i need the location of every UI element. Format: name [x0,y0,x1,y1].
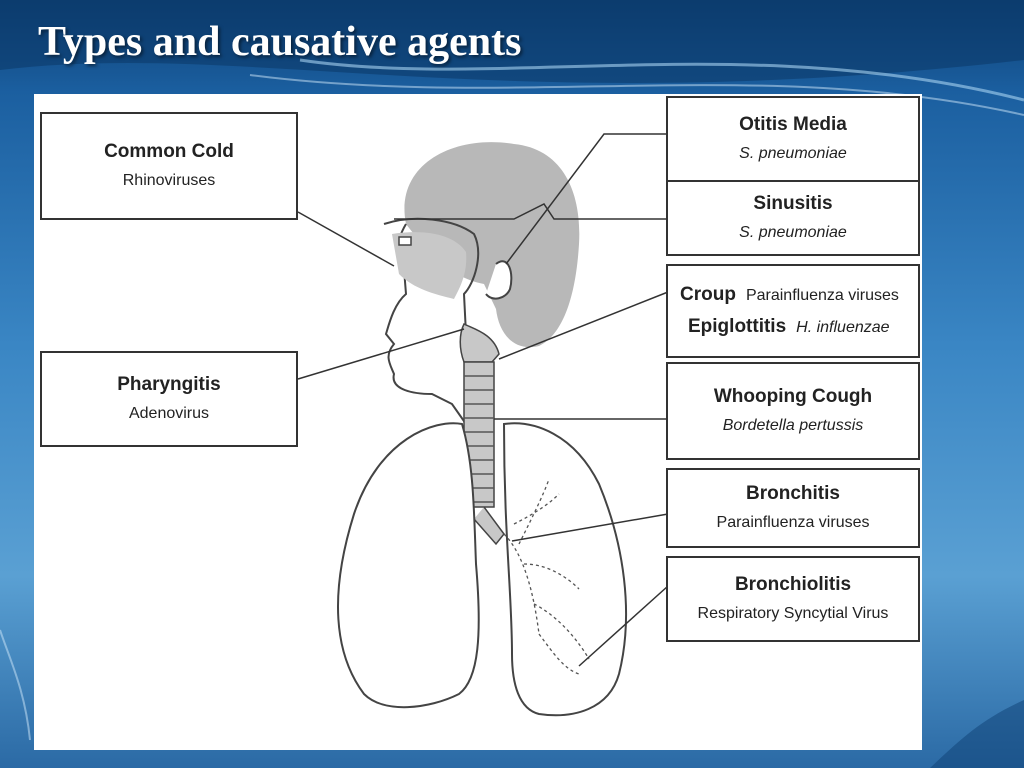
label-croup-epiglottitis: Croup Parainfluenza viruses Epiglottitis… [666,264,920,358]
epiglottitis-row: Epiglottitis H. influenzae [680,315,890,339]
disease-name: Epiglottitis [688,316,787,337]
leader-pharyngitis [297,328,465,380]
agent-name: H. influenzae [796,319,890,336]
leader-bronchitis [511,513,669,542]
right-lung [502,422,628,717]
disease-name: Common Cold [104,140,234,162]
croup-row: Croup Parainfluenza viruses [680,283,899,307]
disease-name: Bronchiolitis [734,573,852,595]
agent-name: S. pneumoniae [739,223,847,241]
agent-name: Rhinoviruses [122,171,216,189]
leader-otitis-media [505,133,668,265]
head-shape [404,142,580,348]
leader-croup [498,291,669,360]
label-pharyngitis: Pharyngitis Adenovirus [40,351,298,447]
agent-name: Respiratory Syncytial Virus [697,604,889,622]
label-bronchiolitis: Bronchiolitis Respiratory Syncytial Viru… [666,556,920,642]
agent-name: S. pneumoniae [739,144,847,162]
leader-sinusitis [394,203,668,220]
disease-name: Bronchitis [746,482,840,504]
pharynx-shading [392,232,467,299]
leader-common-cold [297,211,395,267]
disease-name: Sinusitis [753,192,833,214]
bronchial-tree [503,478,590,675]
disease-name: Croup [680,283,736,305]
agent-name: Parainfluenza viruses [745,286,899,304]
eye [398,236,412,246]
label-bronchitis: Bronchitis Parainfluenza viruses [666,468,920,548]
bronchus-right [473,506,505,546]
label-whooping-cough: Whooping Cough Bordetella pertussis [666,362,920,460]
larynx [459,322,500,363]
disease-name: Pharyngitis [117,373,221,395]
label-common-cold: Common Cold Rhinoviruses [40,112,298,220]
label-sinusitis: Sinusitis S. pneumoniae [666,180,920,256]
agent-name: Parainfluenza viruses [716,513,870,531]
ear [485,260,513,300]
label-otitis-media: Otitis Media S. pneumoniae [666,96,920,182]
agent-name: Bordetella pertussis [722,416,864,434]
slide-title: Types and causative agents [38,19,522,65]
leader-bronchiolitis [578,585,669,667]
disease-name: Whooping Cough [713,385,873,407]
disease-name: Otitis Media [739,113,847,135]
agent-name: Adenovirus [128,404,210,422]
leader-lines [297,133,669,667]
anatomy-illustration [297,133,669,717]
left-lung [336,422,480,709]
respiratory-diagram: Common Cold Rhinoviruses Pharyngitis Ade… [34,94,922,750]
